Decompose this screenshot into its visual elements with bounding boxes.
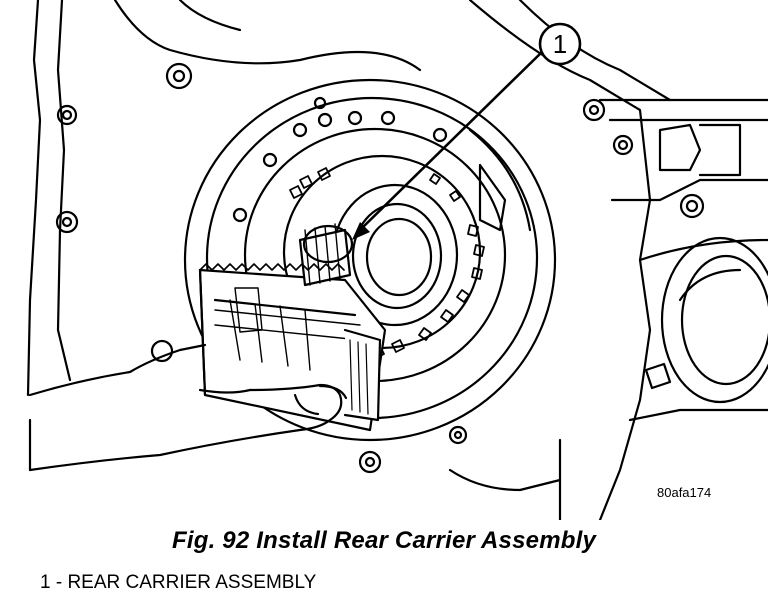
transmission-illustration: 1 80afa174 bbox=[26, 0, 768, 520]
output-bore bbox=[660, 236, 768, 404]
rear-carrier-assembly bbox=[198, 223, 387, 432]
callout-1: 1 bbox=[538, 22, 582, 66]
hand bbox=[28, 343, 348, 472]
image-code: 80afa174 bbox=[657, 485, 711, 500]
callout-number: 1 bbox=[553, 29, 567, 59]
legend-item: 1 - REAR CARRIER ASSEMBLY bbox=[40, 572, 317, 593]
figure-caption: Fig. 92 Install Rear Carrier Assembly bbox=[171, 527, 597, 554]
spline-teeth bbox=[289, 167, 485, 359]
case-bolt-holes bbox=[55, 62, 705, 474]
callout-leader bbox=[352, 48, 546, 240]
transmission-case bbox=[26, 0, 768, 520]
